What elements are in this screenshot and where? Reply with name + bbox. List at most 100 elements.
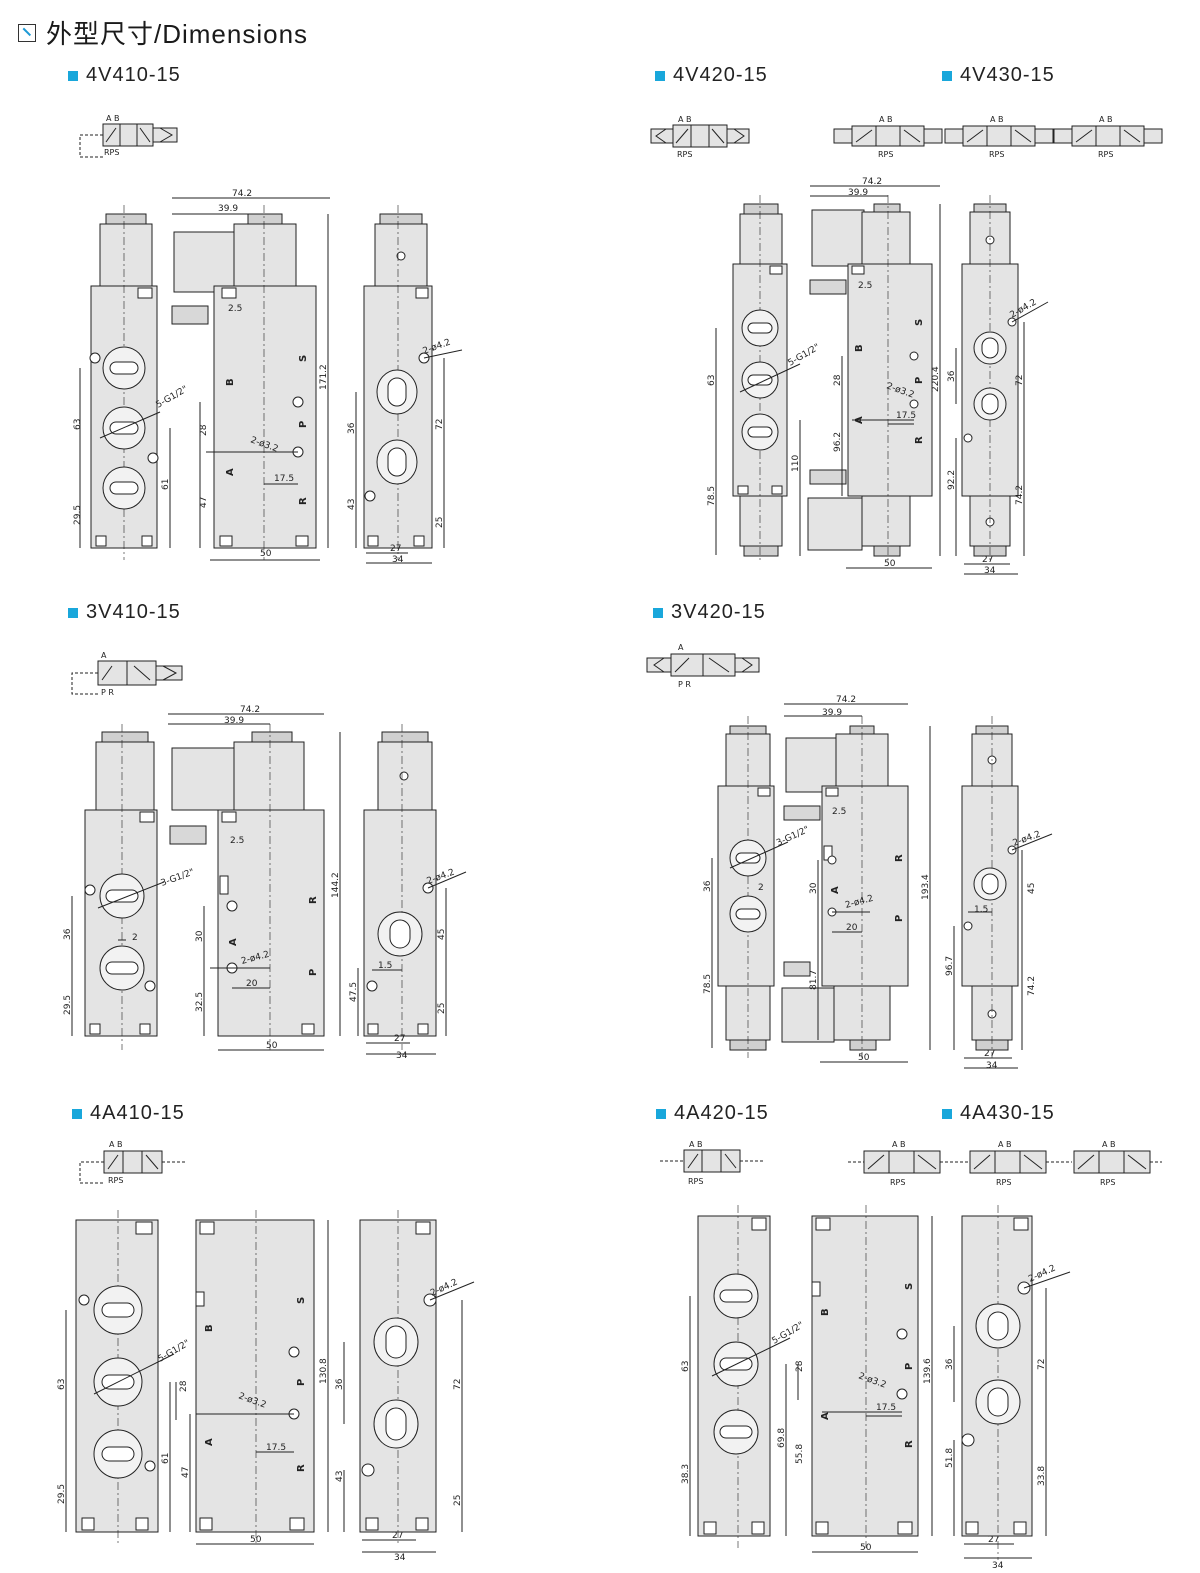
port-label-r: R — [904, 1440, 915, 1448]
symbol-label-ab: A B — [1102, 1140, 1116, 1149]
dim-39-9: 39.9 — [848, 188, 868, 198]
dim-171-2: 171.2 — [319, 364, 329, 390]
dim-92-2: 92.2 — [947, 470, 957, 490]
dim-36: 36 — [945, 1358, 955, 1370]
symbol-label-rps: RPS — [996, 1178, 1011, 1187]
symbol-label-ab: A B — [106, 114, 120, 123]
dim-144-2: 144.2 — [331, 872, 341, 898]
dim-17-5: 17.5 — [266, 1443, 286, 1453]
port-label-p: P — [298, 421, 309, 428]
dim-63: 63 — [681, 1361, 691, 1372]
port-label-a: A — [204, 1438, 215, 1446]
coil-cap — [105, 213, 147, 225]
dim-thread: 3-G1/2" — [775, 825, 811, 849]
dim-27: 27 — [392, 1531, 403, 1541]
port-label-b: B — [854, 344, 865, 352]
port-label-p: P — [894, 915, 905, 922]
dim-29-5: 29.5 — [57, 1484, 67, 1504]
section-label-4a420: 4A420-15 — [656, 1102, 769, 1125]
section-label-4v430: 4V430-15 — [942, 64, 1055, 87]
symbol-label-rps: RPS — [108, 1176, 123, 1185]
valve-symbol-3v420: A P R — [646, 643, 760, 689]
dim-27: 27 — [982, 555, 993, 565]
dim-55-8: 55.8 — [795, 1444, 805, 1464]
section-label-4a410: 4A410-15 — [72, 1102, 185, 1125]
symbol-label-rps: RPS — [878, 150, 893, 159]
dim-96-7: 96.7 — [945, 956, 955, 976]
dim-74-2: 74.2 — [232, 189, 252, 199]
symbol-label-ab: A B — [689, 1140, 703, 1149]
dim-30: 30 — [809, 882, 819, 894]
dim-74-2: 74.2 — [240, 705, 260, 715]
dim-27: 27 — [988, 1535, 999, 1545]
corner-arrow-icon — [18, 23, 36, 42]
valve-symbol-4a430-exhaust: A B RPS — [969, 1140, 1072, 1187]
section-label-3v420: 3V420-15 — [653, 601, 766, 624]
page-title-text: 外型尺寸/Dimensions — [46, 19, 309, 49]
dim-2: 2 — [758, 883, 764, 893]
dim-30: 30 — [195, 930, 205, 942]
dim-45: 45 — [437, 929, 447, 940]
bullet-square-icon — [655, 70, 665, 81]
dim-25: 25 — [453, 1495, 463, 1506]
port-label-r: R — [894, 854, 905, 862]
valve-symbol-3v410: A P R — [71, 651, 183, 697]
port-label-r: R — [296, 1464, 307, 1472]
dim-193-4: 193.4 — [921, 874, 931, 900]
dim-1-5: 1.5 — [974, 905, 988, 915]
dim-39-9: 39.9 — [822, 708, 842, 718]
dim-28: 28 — [795, 1360, 805, 1372]
dim-34: 34 — [992, 1561, 1004, 1571]
port-label-b: B — [820, 1308, 831, 1316]
dim-27: 27 — [394, 1034, 405, 1044]
valve-symbol-4a420: A B RPS — [660, 1140, 764, 1186]
dim-81-7: 81.7 — [809, 970, 819, 990]
coil — [99, 223, 153, 287]
dim-17-5: 17.5 — [896, 411, 916, 421]
symbol-label-ab: A B — [990, 115, 1004, 124]
dim-43: 43 — [335, 1471, 345, 1482]
port-label-s: S — [914, 319, 925, 326]
symbol-label-ab: A B — [998, 1140, 1012, 1149]
dim-17-5: 17.5 — [274, 474, 294, 484]
symbol-label-rps: RPS — [1098, 150, 1113, 159]
dim-2-5: 2.5 — [230, 836, 244, 846]
drawing-4a410: 63 29.5 61 28 5-G1/2" 130.8 47 2-ø3.2 17… — [57, 1210, 475, 1563]
symbol-label-pr: P R — [101, 688, 114, 697]
symbol-label-a: A — [101, 651, 107, 660]
dim-63: 63 — [707, 375, 717, 386]
dim-36: 36 — [703, 880, 713, 892]
dim-61: 61 — [161, 1453, 171, 1464]
dim-47: 47 — [181, 1467, 191, 1478]
dim-38-3: 38.3 — [681, 1464, 691, 1484]
dim-72: 72 — [435, 419, 445, 430]
symbol-label-pr: P R — [678, 680, 691, 689]
dim-34: 34 — [986, 1061, 998, 1071]
dim-110: 110 — [791, 455, 801, 472]
dim-72: 72 — [1015, 375, 1025, 386]
dim-50: 50 — [250, 1535, 262, 1545]
dim-50: 50 — [860, 1543, 872, 1553]
dim-2-5: 2.5 — [228, 304, 242, 314]
dim-36: 36 — [335, 1378, 345, 1390]
dim-139-6: 139.6 — [923, 1358, 933, 1384]
dim-72: 72 — [453, 1379, 463, 1390]
dim-34: 34 — [984, 566, 996, 576]
dim-69-8: 69.8 — [777, 1428, 787, 1448]
port-label-p: P — [914, 377, 925, 384]
dim-thread: 5-G1/2" — [157, 1338, 192, 1364]
drawing-3v420: 36 78.5 3-G1/2" 2 74.2 39.9 2.5 193.4 30… — [703, 695, 1053, 1071]
dim-51-8: 51.8 — [945, 1448, 955, 1468]
dim-36: 36 — [63, 928, 73, 940]
dim-130-8: 130.8 — [319, 1358, 329, 1384]
port-label-s: S — [904, 1283, 915, 1290]
port-label-r: R — [308, 896, 319, 904]
port-label-a: A — [225, 468, 236, 476]
dim-47: 47 — [199, 497, 209, 508]
dim-96-2: 96.2 — [833, 432, 843, 452]
bullet-square-icon — [72, 1108, 82, 1119]
bullet-square-icon — [942, 70, 952, 81]
dim-25: 25 — [437, 1003, 447, 1014]
dim-thread: 3-G1/2" — [160, 867, 196, 888]
drawing-4v410: 63 61 29.5 5-G1/2" 74.2 39.9 2.5 171.2 2… — [73, 189, 463, 565]
